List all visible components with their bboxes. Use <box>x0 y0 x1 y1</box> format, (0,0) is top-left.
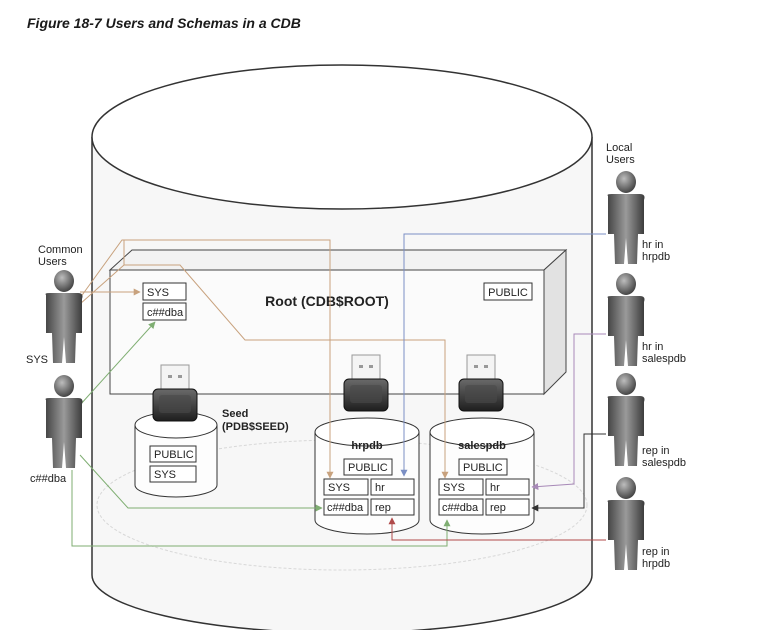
salespdb-schema-rep-label: rep <box>490 502 506 514</box>
local-users-heading-1: Local <box>606 142 632 154</box>
sys-to-hrpdb-arrow <box>79 239 334 479</box>
hrpdb-schema-sys: SYS <box>323 478 369 496</box>
salespdb-public-label: PUBLIC <box>463 462 503 474</box>
hrpdb-schema-dba: c##dba <box>323 498 369 516</box>
local-user-2-line1: hr in <box>642 341 663 353</box>
salespdb-schema-hr: hr <box>485 478 530 496</box>
dba-to-salespdb-arrow <box>71 470 451 547</box>
hrpdb-schema-public: PUBLIC <box>343 458 393 476</box>
hr-salespdb-arrow <box>531 333 606 491</box>
sys-user-icon <box>45 270 83 363</box>
salespdb-schema-hr-label: hr <box>490 482 500 494</box>
hr-salespdb-user-icon <box>607 273 645 366</box>
seed-label-1: Seed <box>222 408 248 420</box>
hrpdb-schema-rep-label: rep <box>375 502 391 514</box>
common-user-sys-label: SYS <box>26 354 48 366</box>
salespdb-schema-sys-label: SYS <box>443 482 465 494</box>
hrpdb-schema-sys-label: SYS <box>328 482 350 494</box>
local-user-2-line2: salespdb <box>642 353 686 365</box>
root-schema-sys-label: SYS <box>147 287 169 299</box>
local-user-1-line1: hr in <box>642 239 663 251</box>
common-users-heading-1: Common <box>38 244 83 256</box>
local-user-1-line2: hrpdb <box>642 251 670 263</box>
hrpdb-schema-dba-label: c##dba <box>327 502 364 514</box>
seed-schema-public-label: PUBLIC <box>154 449 194 461</box>
hr-hrpdb-arrow <box>400 233 606 477</box>
dba-user-icon <box>45 375 83 468</box>
local-user-4-line2: hrpdb <box>642 558 670 570</box>
root-schema-dba-label: c##dba <box>147 307 184 319</box>
dba-to-root-arrow <box>79 321 156 406</box>
seed-schema-public: PUBLIC <box>149 445 197 463</box>
rep-hrpdb-arrow <box>388 517 606 541</box>
hrpdb-label: hrpdb <box>351 440 382 452</box>
figure-title: Figure 18-7 Users and Schemas in a CDB <box>27 15 301 31</box>
salespdb-schema-dba-label: c##dba <box>442 502 479 514</box>
hrpdb-schema-hr-label: hr <box>375 482 385 494</box>
hrpdb-schema-hr: hr <box>370 478 415 496</box>
local-user-3-line2: salespdb <box>642 457 686 469</box>
common-users-heading-2: Users <box>38 256 67 268</box>
seed-label-2: (PDB$SEED) <box>222 421 289 433</box>
root-schema-dba: c##dba <box>142 302 187 321</box>
hr-hrpdb-user-icon <box>607 171 645 264</box>
hrpdb-public-label: PUBLIC <box>348 462 388 474</box>
seed-schema-sys-label: SYS <box>154 469 176 481</box>
dba-to-hrpdb-arrow <box>79 454 323 512</box>
salespdb-schema-rep: rep <box>485 498 530 516</box>
salespdb-schema-sys: SYS <box>438 478 484 496</box>
sys-to-salespdb-arrow <box>79 264 449 479</box>
root-public-label: PUBLIC <box>488 287 528 299</box>
local-user-4-line1: rep in <box>642 546 670 558</box>
local-user-3-line1: rep in <box>642 445 670 457</box>
rep-salespdb-arrow <box>531 433 606 512</box>
local-users-heading-2: Users <box>606 154 635 166</box>
rep-hrpdb-user-icon <box>607 477 645 570</box>
salespdb-label: salespdb <box>458 440 506 452</box>
sys-connections <box>79 239 449 479</box>
common-user-dba-label: c##dba <box>30 473 67 485</box>
rep-salespdb-user-icon <box>607 373 645 466</box>
root-public-box: PUBLIC <box>483 282 533 301</box>
seed-schema-sys: SYS <box>149 465 197 483</box>
salespdb-schema-public: PUBLIC <box>458 458 508 476</box>
salespdb-schema-dba: c##dba <box>438 498 484 516</box>
dba-connections <box>71 321 451 547</box>
root-schema-sys: SYS <box>142 282 187 301</box>
hrpdb-schema-rep: rep <box>370 498 415 516</box>
root-label: Root (CDB$ROOT) <box>265 293 389 309</box>
